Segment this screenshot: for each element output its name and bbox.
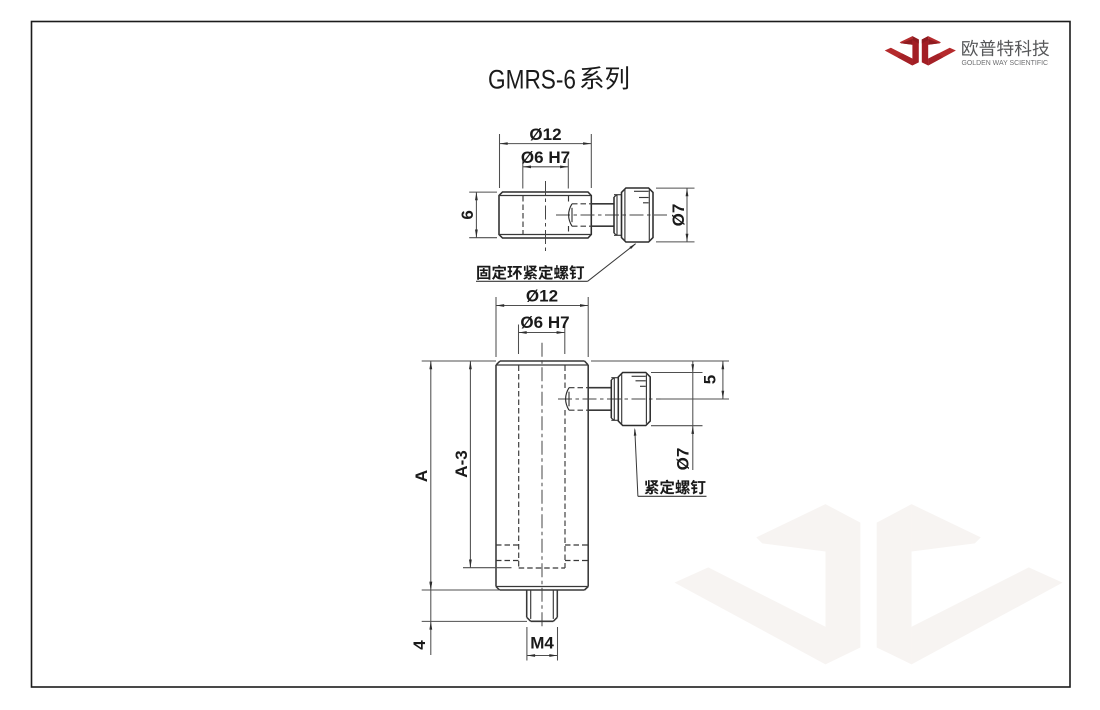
svg-text:6: 6 [458,210,477,219]
svg-text:4: 4 [410,640,429,650]
svg-text:GMRS-6: GMRS-6 [488,65,576,95]
svg-text:GOLDEN WAY SCIENTIFIC: GOLDEN WAY SCIENTIFIC [962,58,1049,67]
svg-text:Ø6 H7: Ø6 H7 [520,313,569,332]
svg-text:Ø12: Ø12 [529,125,561,144]
svg-text:Ø6 H7: Ø6 H7 [521,148,570,167]
svg-text:Ø12: Ø12 [526,287,558,306]
svg-text:Ø7: Ø7 [669,204,688,227]
svg-text:M4: M4 [530,634,554,653]
svg-text:Ø7: Ø7 [673,448,692,471]
svg-text:5: 5 [700,375,719,384]
svg-text:A: A [412,470,431,482]
svg-text:A-3: A-3 [452,450,471,477]
